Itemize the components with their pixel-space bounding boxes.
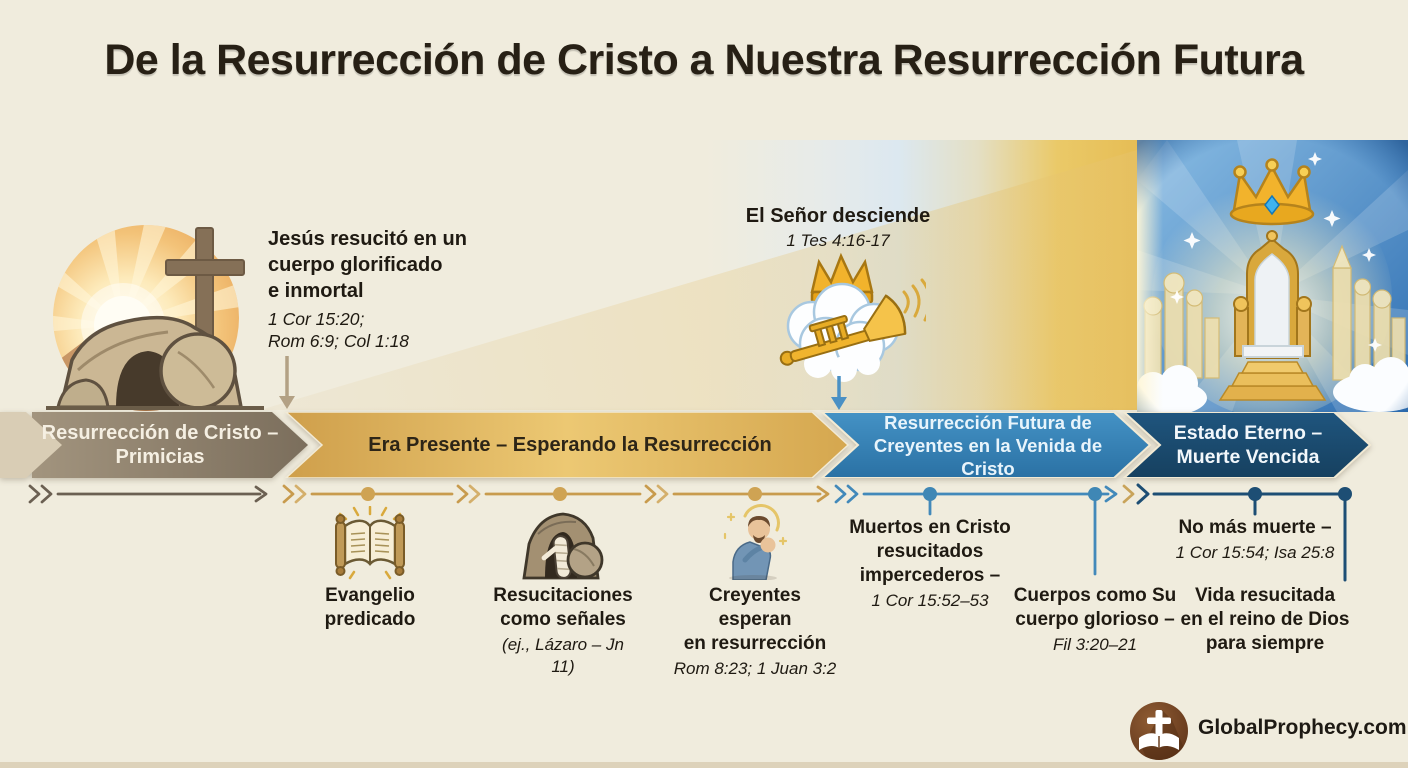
- milestone-title: Creyentes esperan en resurrección: [683, 585, 827, 654]
- timeline-arrow: [28, 483, 1352, 582]
- milestone-believers-wait: Creyentes esperan en resurrección Rom 8:…: [672, 584, 838, 680]
- milestone-dead-raised: Muertos en Cristo resucitados imperceder…: [848, 516, 1012, 612]
- milestone-ref: 1 Cor 15:54; Isa 25:8: [1175, 543, 1335, 562]
- banner-label-future-resurrection: Resurrección Futura de Creyentes en la V…: [873, 411, 1103, 479]
- page-title: De la Resurrección de Cristo a Nuestra R…: [104, 36, 1304, 84]
- milestone-title: Evangelio predicado: [324, 585, 416, 630]
- crown-trumpet-cloud-icon: [779, 252, 926, 410]
- milestone-resurrected-life: Vida resucitada en el reino de Dios para…: [1178, 584, 1352, 656]
- milestone-title: Cuerpos como Su cuerpo glorioso –: [1013, 585, 1177, 630]
- resurrection-note-text: Jesús resucitó en un cuerpo glorificado …: [268, 228, 467, 302]
- milestone-ref: Fil 3:20–21: [1052, 635, 1138, 654]
- milestone-dots: [361, 487, 1352, 501]
- milestone-title: Muertos en Cristo resucitados imperceder…: [849, 517, 1011, 586]
- milestone-ref: (ej., Lázaro – Jn 11): [502, 635, 624, 676]
- heavenly-throne-city-crown-icon: [1137, 140, 1408, 412]
- timeline-banner: [0, 412, 1372, 478]
- brand-name: GlobalProphecy.com: [1198, 716, 1407, 739]
- banner-label-resurrection: Resurrección de Cristo – Primicias: [41, 422, 279, 468]
- lazarus-tomb-icon: [522, 512, 604, 580]
- empty-tomb-sunrise-cross-icon: [46, 225, 264, 411]
- banner-segment-present-age: [284, 412, 850, 478]
- milestone-title: Vida resucitada en el reino de Dios para…: [1180, 585, 1350, 654]
- banner-segment-eternal-state: [1122, 412, 1372, 478]
- globalprophecy-logo-icon: [1130, 702, 1188, 760]
- banner-label-present-age: Era Presente – Esperando la Resurrección: [368, 433, 772, 456]
- banner-label-eternal-state: Estado Eterno – Muerte Vencida: [1173, 422, 1323, 468]
- torah-scroll-icon: [335, 506, 405, 580]
- praying-man-icon: [723, 504, 788, 580]
- resurrection-note-refs: 1 Cor 15:20; Rom 6:9; Col 1:18: [268, 309, 410, 351]
- banner-segment-future-resurrection: [820, 412, 1152, 478]
- banner-segment-resurrection: [32, 412, 308, 478]
- milestone-title: No más muerte –: [1178, 517, 1332, 538]
- banner-lead-piece: [0, 412, 62, 478]
- milestone-ref: Rom 8:23; 1 Juan 3:2: [673, 659, 837, 678]
- down-arrow-gray-icon: [279, 356, 295, 409]
- milestone-glorious-bodies: Cuerpos como Su cuerpo glorioso – Fil 3:…: [1008, 584, 1182, 656]
- milestone-ref: 1 Cor 15:52–53: [871, 591, 989, 610]
- milestone-gospel: Evangelio predicado: [300, 584, 440, 632]
- milestone-raisings: Resucitaciones como señales (ej., Lázaro…: [492, 584, 634, 678]
- bottom-strip: [0, 762, 1408, 768]
- descent-note-text: El Señor desciende: [745, 205, 931, 227]
- descent-note-ref: 1 Tes 4:16-17: [786, 231, 890, 250]
- milestone-no-more-death: No más muerte – 1 Cor 15:54; Isa 25:8: [1172, 516, 1338, 564]
- milestone-title: Resucitaciones como señales: [493, 585, 633, 630]
